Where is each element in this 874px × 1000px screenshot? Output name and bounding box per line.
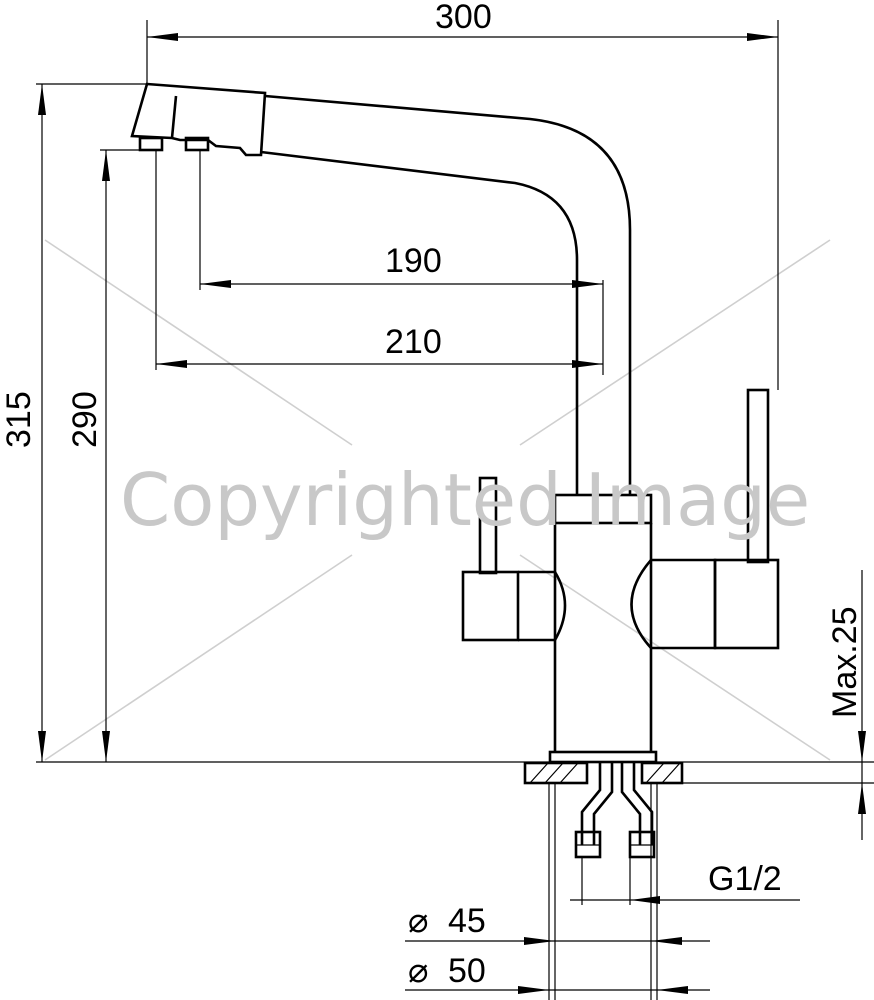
supply-hoses	[574, 762, 656, 859]
dimension-lines	[36, 20, 874, 1000]
watermark-text: Copyrighted Image	[120, 458, 810, 542]
dim-connection: G1/2	[708, 860, 782, 898]
dim-reach-inner: 190	[385, 242, 442, 280]
dim-spout-height: 290	[66, 391, 104, 448]
dim-diameter-50: 50	[448, 952, 486, 990]
right-handle	[713, 558, 780, 650]
diameter-symbol-45: ⌀	[408, 902, 428, 940]
outlet-left	[138, 136, 164, 152]
body-collar	[553, 493, 653, 525]
dim-overall-height: 315	[0, 391, 38, 448]
diameter-symbol-50: ⌀	[408, 952, 428, 990]
right-lever	[746, 388, 770, 564]
countertop-section	[523, 761, 684, 785]
dim-diameter-45: 45	[448, 902, 486, 940]
outlet-right	[184, 136, 210, 152]
dim-reach-outer: 210	[385, 323, 442, 361]
left-handle	[461, 570, 520, 642]
dim-max-thickness: Max.25	[826, 607, 864, 719]
base-plate	[548, 750, 658, 764]
dim-overall-reach: 300	[435, 0, 492, 36]
faucet-body	[130, 82, 780, 859]
